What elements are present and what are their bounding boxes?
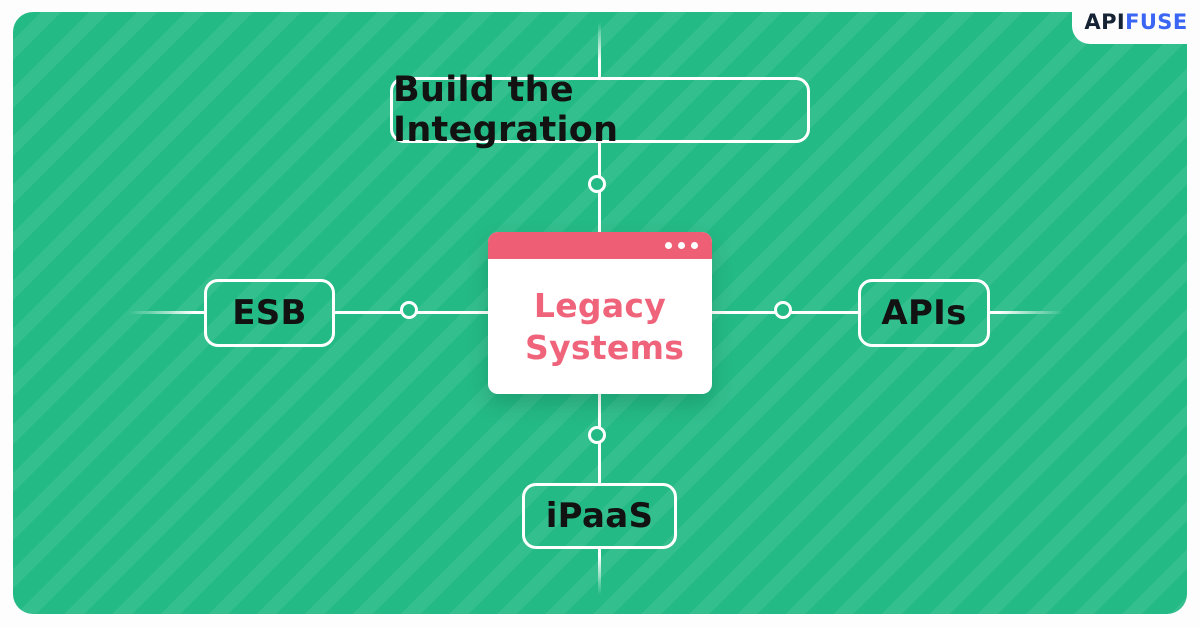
dot-icon <box>665 242 672 249</box>
window-dots-icon <box>665 242 698 249</box>
dot-icon <box>691 242 698 249</box>
node-apis-label: APIs <box>881 293 967 333</box>
node-ipaas-label: iPaaS <box>545 496 654 536</box>
node-build-the-integration: Build the Integration <box>390 70 810 150</box>
connector-line-top-fade <box>598 22 601 78</box>
brand-logo-fuse: FUSE <box>1125 10 1188 34</box>
connector-circle-top <box>588 175 606 193</box>
legacy-systems-label: Legacy Systems <box>525 286 685 367</box>
node-apis: APIs <box>858 279 990 347</box>
node-esb: ESB <box>204 279 335 347</box>
legacy-systems-card: Legacy Systems <box>488 232 712 394</box>
brand-logo: APIFUSE <box>1072 0 1200 44</box>
node-ipaas: iPaaS <box>522 483 677 549</box>
connector-line-bottom-fade <box>598 547 601 595</box>
connector-line-left-fade <box>128 311 206 314</box>
connector-circle-bottom <box>588 426 606 444</box>
node-esb-label: ESB <box>232 293 307 333</box>
browser-titlebar <box>488 232 712 259</box>
legacy-systems-card-body: Legacy Systems <box>488 259 712 394</box>
brand-logo-api: API <box>1084 10 1126 34</box>
connector-circle-left <box>400 301 418 319</box>
node-build-the-integration-label: Build the Integration <box>393 70 619 150</box>
connector-line-right-fade <box>988 311 1064 314</box>
brand-logo-text: APIFUSE <box>1084 10 1187 34</box>
dot-icon <box>678 242 685 249</box>
connector-circle-right <box>774 301 792 319</box>
